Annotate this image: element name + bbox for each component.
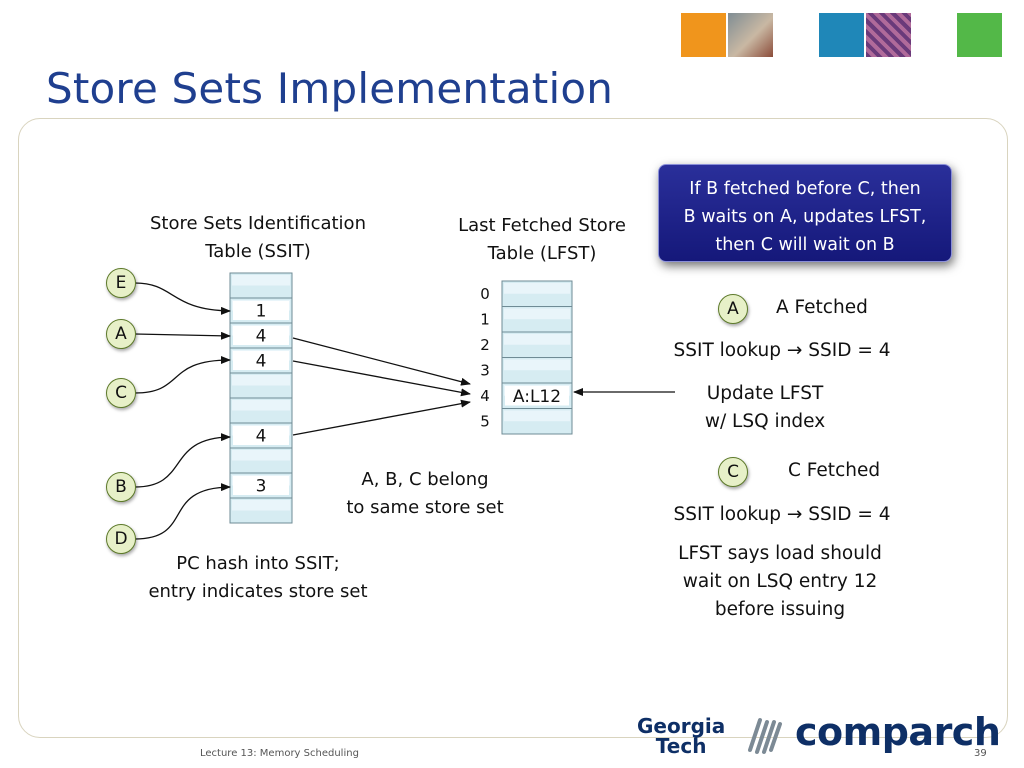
arrow-ssit4b-to-lfst — [292, 360, 471, 397]
instruction-d-circle: D — [106, 524, 136, 554]
step-c-circle-label: C — [727, 462, 739, 482]
ssit-note: PC hash into SSIT; entry indicates store… — [128, 550, 388, 606]
belong-note-line2: to same store set — [346, 497, 504, 518]
instruction-label: D — [114, 529, 128, 549]
ssit-cell-value-bg-1 — [233, 301, 289, 320]
instruction-b-circle: B — [106, 472, 136, 502]
step-lfst-says: LFST says load should wait on LSQ entry … — [660, 540, 900, 624]
lfst-index-1: 1 — [480, 311, 490, 329]
comparch-logo: comparch — [795, 710, 1001, 754]
ssit-cell-value-8: 3 — [256, 477, 267, 497]
ssit-cell-value-2: 4 — [256, 327, 267, 347]
step-a-circle-label: A — [727, 299, 739, 319]
instruction-label: B — [115, 477, 127, 497]
ssit-cell-highlight-0 — [232, 275, 290, 286]
lfst-index-5: 5 — [480, 413, 490, 431]
instruction-label: A — [115, 324, 127, 344]
ssit-cell-value-6: 4 — [256, 427, 267, 447]
ssit-table: 1 4 4 4 3 — [229, 272, 293, 524]
lfst-cell-highlight-5 — [504, 410, 570, 422]
arrow-e-to-ssit — [134, 282, 231, 315]
decor-circuit-image — [866, 13, 911, 57]
arrow-b-to-ssit — [134, 433, 231, 488]
arrow-c-to-ssit — [134, 356, 231, 394]
step-c-circle: C — [718, 457, 748, 487]
lfst-cell-highlight-3 — [504, 359, 570, 371]
step-lfst-says-line1: LFST says load should — [678, 543, 882, 564]
step-a-circle: A — [718, 294, 748, 324]
step-c-lookup: SSIT lookup → SSID = 4 — [673, 504, 891, 525]
lfst-table: A:L12 0 1 2 3 4 5 — [480, 280, 573, 435]
lfst-cell-highlight-2 — [504, 334, 570, 345]
instruction-label: C — [115, 383, 127, 403]
lfst-index-0: 0 — [480, 285, 490, 303]
ssit-cell-value-1: 1 — [256, 302, 267, 322]
decor-teal-square — [819, 13, 864, 57]
step-update: Update LFST w/ LSQ index — [680, 380, 850, 436]
footer-page-number: 39 — [974, 748, 987, 759]
decor-green-square — [957, 13, 1002, 57]
lfst-cell-value-bg-4 — [505, 386, 569, 406]
comparch-mark-icon — [748, 718, 782, 754]
ssit-caption-line2: Table (SSIT) — [205, 241, 311, 262]
gt-logo-line1: Georgia — [637, 714, 726, 738]
gt-logo-line2: Tech — [655, 734, 707, 758]
step-a-lookup: SSIT lookup → SSID = 4 — [673, 340, 891, 361]
lfst-caption-line2: Table (LFST) — [487, 243, 597, 264]
instruction-label: E — [115, 273, 127, 293]
ssit-cell-highlight-7 — [232, 450, 290, 461]
ssit-cell-value-3: 4 — [256, 352, 267, 372]
lfst-cell-highlight-1 — [504, 308, 570, 320]
step-update-line1: Update LFST — [706, 383, 824, 404]
step-update-line2: w/ LSQ index — [704, 411, 826, 432]
lfst-index-4: 4 — [480, 387, 490, 405]
ssit-note-line1: PC hash into SSIT; — [176, 553, 340, 574]
content-panel — [18, 118, 1008, 738]
step-lfst-says-line2: wait on LSQ entry 12 — [682, 571, 878, 592]
decor-building-image — [728, 13, 773, 57]
ssit-cell-highlight-5 — [232, 400, 290, 411]
step-a-fetched: A Fetched — [776, 297, 868, 318]
instruction-a-circle: A — [106, 319, 136, 349]
belong-note: A, B, C belong to same store set — [330, 466, 520, 522]
arrow-a-to-ssit — [134, 331, 231, 340]
ssit-caption: Store Sets Identification Table (SSIT) — [128, 210, 388, 266]
ssit-cell-highlight-4 — [232, 375, 290, 386]
instruction-e-circle: E — [106, 268, 136, 298]
slide-title: Store Sets Implementation — [46, 64, 614, 113]
decor-orange-square — [681, 13, 726, 57]
callout-line3: then C will wait on B — [715, 235, 895, 255]
ssit-cell-value-bg-6 — [233, 426, 289, 445]
arrows — [134, 282, 675, 540]
arrow-d-to-ssit — [134, 483, 231, 540]
ssit-note-line2: entry indicates store set — [148, 581, 368, 602]
ssit-caption-line1: Store Sets Identification — [150, 213, 366, 234]
callout-box: If B fetched before C, then B waits on A… — [658, 164, 952, 262]
ssit-cell-value-bg-2 — [233, 326, 289, 345]
callout-line1: If B fetched before C, then — [689, 179, 921, 199]
lfst-index-2: 2 — [480, 336, 490, 354]
arrow-ssit4a-to-lfst — [292, 337, 471, 386]
ssit-cell-highlight-9 — [232, 500, 290, 511]
arrow-ssit4c-to-lfst — [292, 399, 471, 436]
lfst-cell-value-4: A:L12 — [513, 387, 561, 407]
lfst-caption-line1: Last Fetched Store — [458, 215, 626, 236]
instruction-c-circle: C — [106, 378, 136, 408]
step-c-fetched: C Fetched — [788, 460, 881, 481]
callout-line2: B waits on A, updates LFST, — [683, 207, 927, 227]
ssit-cell-value-bg-3 — [233, 351, 289, 370]
lfst-caption: Last Fetched Store Table (LFST) — [432, 212, 652, 268]
step-lfst-says-line3: before issuing — [714, 599, 846, 620]
lfst-cell-highlight-0 — [504, 283, 570, 294]
ssit-cell-value-bg-8 — [233, 476, 289, 495]
georgia-tech-logo: Georgia Tech — [637, 716, 725, 756]
lfst-index-3: 3 — [480, 362, 490, 380]
belong-note-line1: A, B, C belong — [361, 469, 489, 490]
footer-lecture: Lecture 13: Memory Scheduling — [200, 748, 359, 759]
